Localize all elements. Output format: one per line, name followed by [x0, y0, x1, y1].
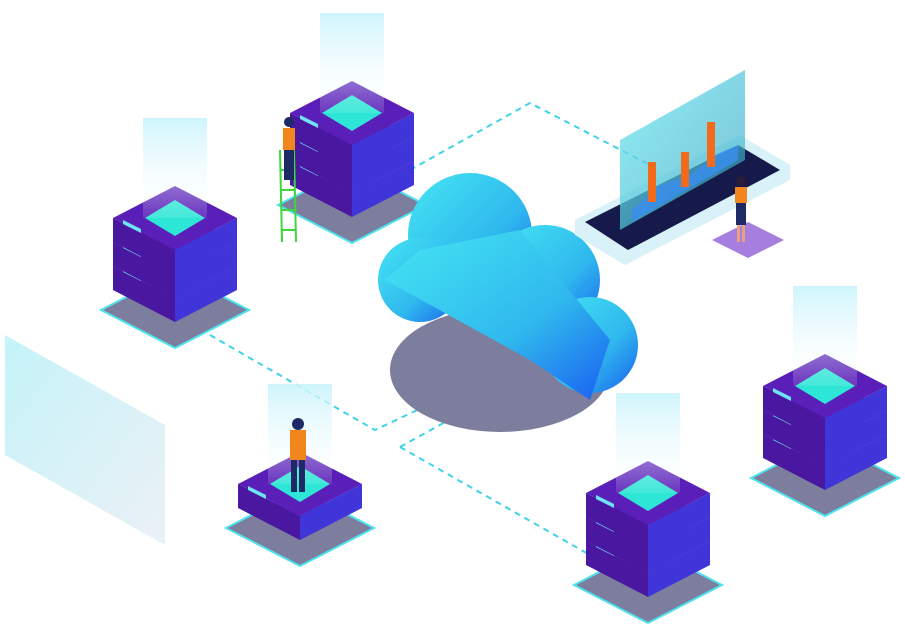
- server-stack: [571, 393, 725, 625]
- chart-bar: [681, 152, 689, 187]
- chart-bar: [707, 122, 715, 167]
- cloud: [378, 173, 638, 432]
- ladder: [279, 149, 297, 243]
- hologram-panel: [143, 118, 207, 218]
- glass-panel-left: [5, 335, 165, 545]
- hologram-panel: [616, 393, 680, 493]
- phone-screen: [585, 145, 780, 250]
- phone-dashboard: [575, 70, 790, 265]
- server-stack: [748, 286, 902, 518]
- person-standing: [290, 418, 306, 492]
- person-on-ladder: [283, 117, 295, 180]
- hologram-panel: [320, 13, 384, 113]
- hologram-panel: [793, 286, 857, 386]
- chart-bar: [648, 162, 656, 202]
- cloud-icon: [378, 173, 638, 400]
- server-stack: [98, 118, 252, 350]
- person-presenter: [735, 176, 747, 242]
- standing-pad: [712, 222, 784, 258]
- server-stack: [275, 13, 429, 245]
- server-stack: [223, 384, 377, 568]
- server-stacks: [98, 13, 902, 625]
